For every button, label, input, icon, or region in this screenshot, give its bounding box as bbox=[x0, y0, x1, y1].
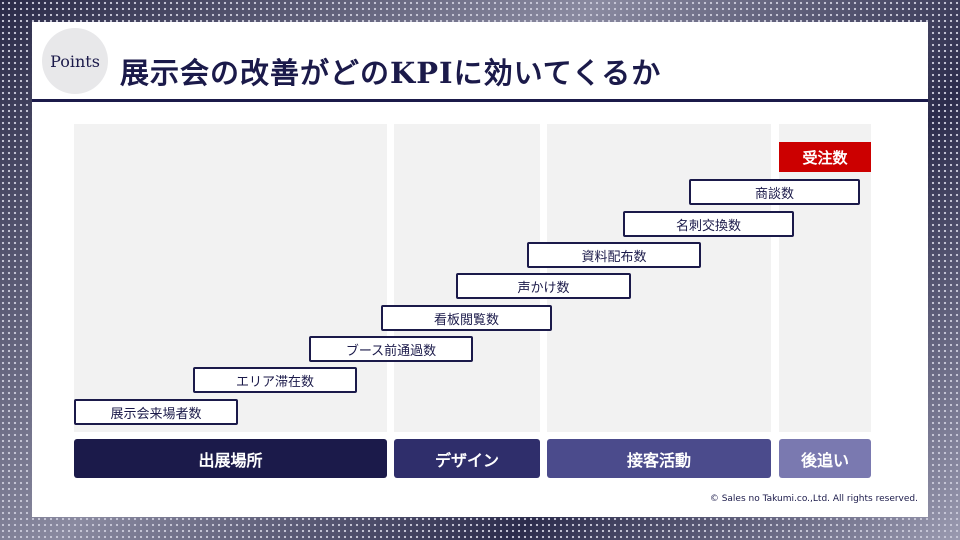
kpi-step: 展示会来場者数 bbox=[74, 399, 238, 425]
copyright: © Sales no Takumi.co.,Ltd. All rights re… bbox=[709, 494, 918, 504]
phase-design: デザイン bbox=[394, 439, 540, 478]
kpi-step: エリア滞在数 bbox=[193, 367, 357, 393]
phase-followup: 後追い bbox=[779, 439, 871, 478]
kpi-step: 資料配布数 bbox=[527, 242, 701, 268]
kpi-step: 商談数 bbox=[689, 179, 860, 205]
column-followup bbox=[779, 124, 871, 432]
header-divider bbox=[32, 99, 928, 102]
points-badge: Points bbox=[42, 28, 108, 94]
phase-location: 出展場所 bbox=[74, 439, 387, 478]
kpi-step: ブース前通過数 bbox=[309, 336, 473, 362]
kpi-step: 名刺交換数 bbox=[623, 211, 794, 237]
phase-service: 接客活動 bbox=[547, 439, 771, 478]
page-title: 展示会の改善がどのKPIに効いてくるか bbox=[120, 56, 662, 90]
kpi-step: 声かけ数 bbox=[456, 273, 631, 299]
kpi-step: 看板閲覧数 bbox=[381, 305, 552, 331]
goal-orders: 受注数 bbox=[779, 142, 871, 172]
